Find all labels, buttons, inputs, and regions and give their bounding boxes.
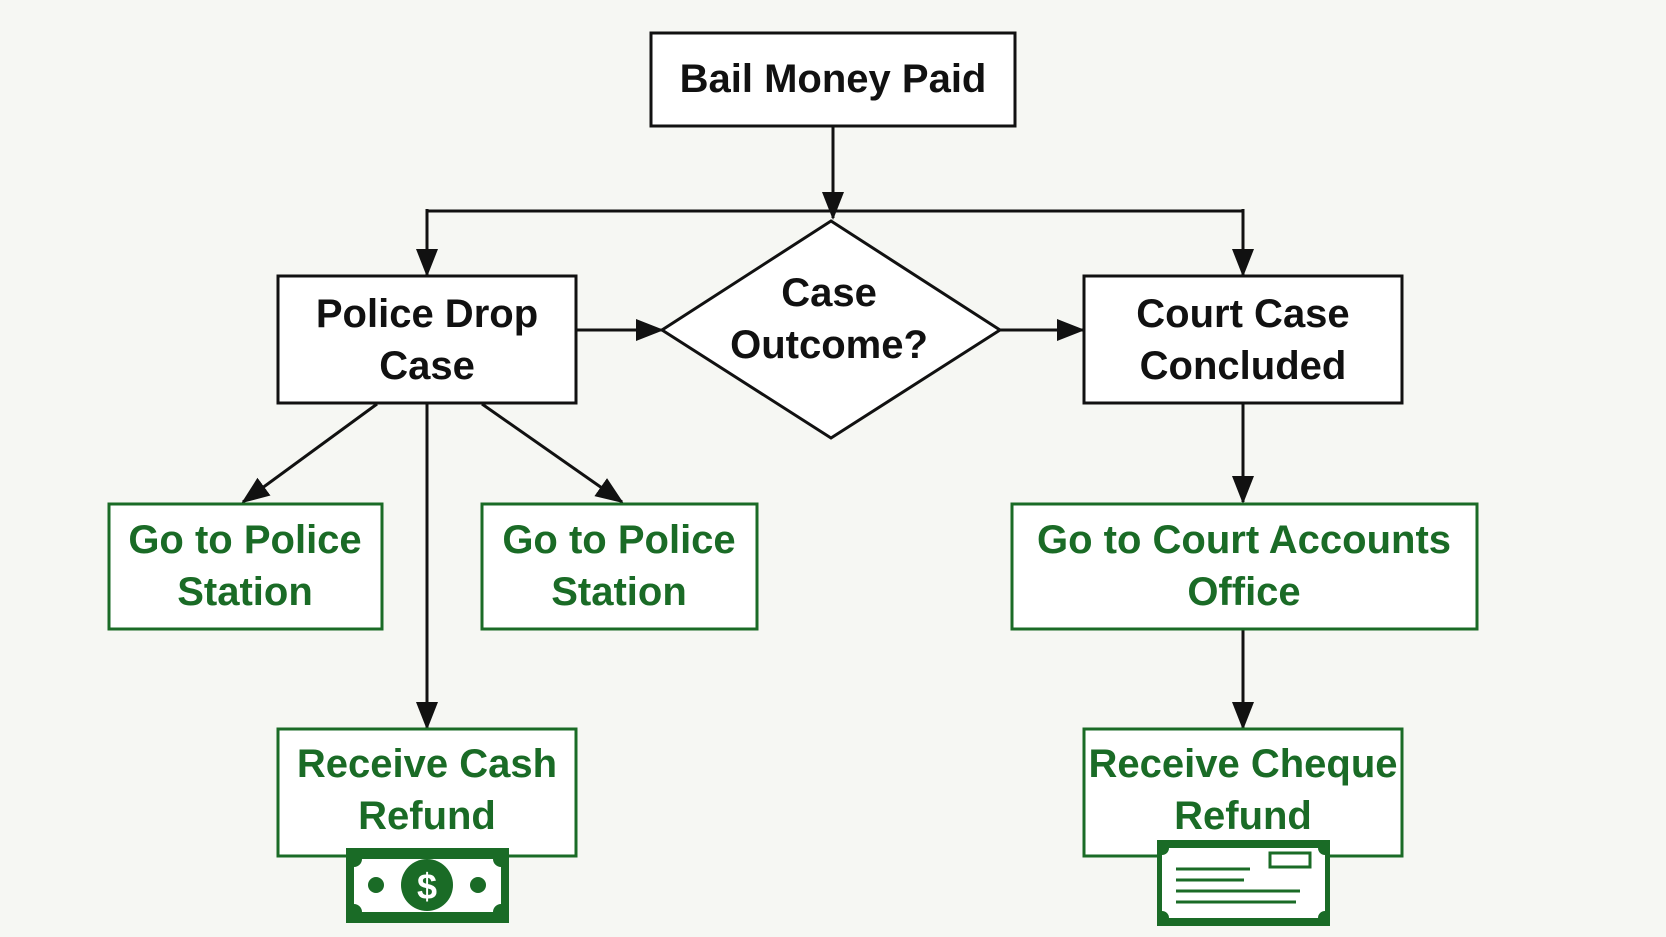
cheque-icon — [1157, 840, 1330, 926]
node-bail-money-paid: Bail Money Paid — [649, 31, 1017, 128]
police-station-left-line-1: Go to Police — [128, 518, 361, 562]
node-receive-cheque-refund: Receive Cheque Refund — [1082, 727, 1404, 858]
decision-line-2: Outcome? — [730, 323, 928, 367]
node-case-outcome-decision: Case Outcome? — [659, 219, 1003, 440]
node-court-case-concluded: Court Case Concluded — [1082, 274, 1404, 405]
police-station-left-line-2: Station — [177, 570, 313, 614]
cash-refund-line-1: Receive Cash — [297, 742, 557, 786]
cheque-refund-line-1: Receive Cheque — [1088, 742, 1397, 786]
police-drop-line-2: Case — [379, 344, 475, 388]
node-police-drop-case: Police Drop Case — [276, 274, 578, 405]
node-police-station-left: Go to Police Station — [107, 502, 384, 631]
cheque-refund-line-2: Refund — [1174, 794, 1312, 838]
connectors — [241, 126, 1254, 730]
cash-refund-line-2: Refund — [358, 794, 496, 838]
decision-line-1: Case — [781, 271, 877, 315]
court-accounts-line-1: Go to Court Accounts — [1037, 518, 1451, 562]
court-concluded-line-1: Court Case — [1136, 292, 1349, 336]
police-station-right-line-1: Go to Police — [502, 518, 735, 562]
dollar-sign: $ — [417, 866, 437, 907]
dollar-bill-icon: $ — [346, 848, 509, 923]
node-receive-cash-refund: Receive Cash Refund — [276, 727, 578, 858]
court-accounts-line-2: Office — [1187, 570, 1300, 614]
court-concluded-line-2: Concluded — [1140, 344, 1347, 388]
police-drop-line-1: Police Drop — [316, 292, 538, 336]
node-police-station-right: Go to Police Station — [480, 502, 759, 631]
node-bail-money-paid-label: Bail Money Paid — [680, 57, 987, 101]
node-court-accounts-office: Go to Court Accounts Office — [1010, 502, 1479, 631]
arrow-police-drop-to-station-1 — [241, 402, 378, 504]
police-station-right-line-2: Station — [551, 570, 687, 614]
arrow-police-drop-to-station-2 — [481, 402, 624, 504]
